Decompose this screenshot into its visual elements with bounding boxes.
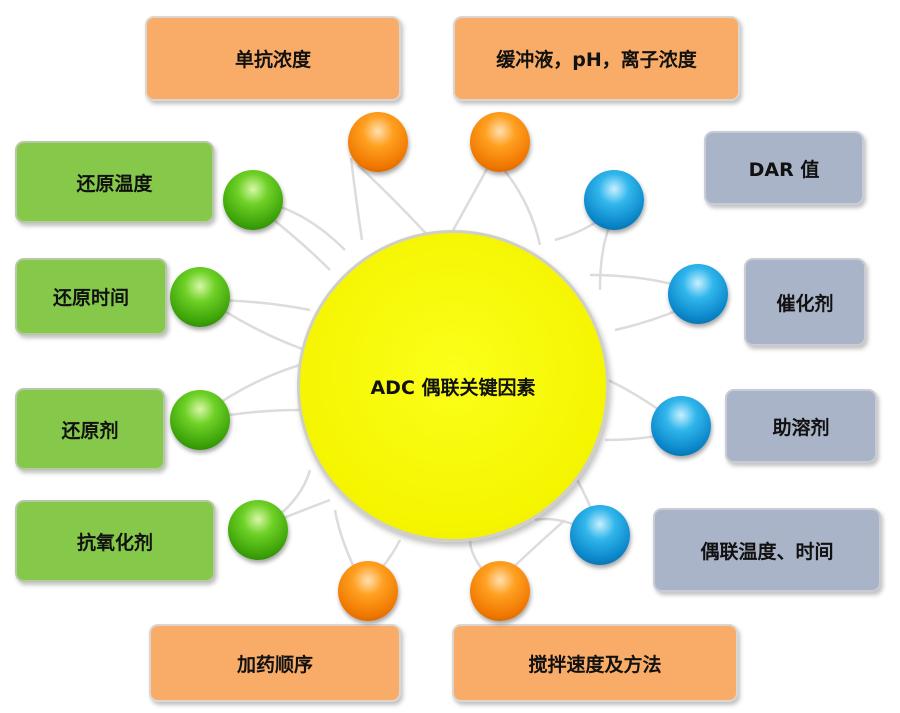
orange-ball-icon xyxy=(338,561,398,621)
factor-label: 还原时间 xyxy=(52,287,129,309)
factor-box-antioxidant: 抗氧化剂 xyxy=(15,500,215,582)
factor-label: 催化剂 xyxy=(776,292,834,315)
orange-ball-icon xyxy=(348,112,408,172)
factor-label: 偶联温度、时间 xyxy=(700,540,834,563)
blue-ball-icon xyxy=(651,396,711,456)
factor-box-reduction-time: 还原时间 xyxy=(15,258,167,335)
factor-label: DAR 值 xyxy=(748,158,820,181)
factor-label: 抗氧化剂 xyxy=(76,531,153,554)
factor-label: 助溶剂 xyxy=(772,416,830,439)
factor-label: 缓冲液，pH，离子浓度 xyxy=(496,49,697,71)
green-ball-icon xyxy=(228,500,288,560)
factor-box-antibody-concentration: 单抗浓度 xyxy=(145,16,401,101)
orange-ball-icon xyxy=(470,561,530,621)
factor-box-reducing-agent: 还原剂 xyxy=(15,388,165,470)
factor-box-catalyst: 催化剂 xyxy=(744,258,866,346)
blue-ball-icon xyxy=(668,264,728,324)
orange-ball-icon xyxy=(470,112,530,172)
factor-box-coupling-temperature-time: 偶联温度、时间 xyxy=(653,508,881,592)
factor-label: 单抗浓度 xyxy=(234,49,311,71)
factor-box-dar-value: DAR 值 xyxy=(704,131,864,205)
factor-label: 搅拌速度及方法 xyxy=(528,653,662,676)
factor-box-dosing-order: 加药顺序 xyxy=(149,624,401,702)
green-ball-icon xyxy=(170,267,230,327)
factor-label: 加药顺序 xyxy=(236,653,313,676)
green-ball-icon xyxy=(170,390,230,450)
center-circle: ADC 偶联关键因素 xyxy=(297,230,609,542)
factor-box-buffer-ph-ionic-strength: 缓冲液，pH，离子浓度 xyxy=(453,16,740,101)
blue-ball-icon xyxy=(570,505,630,565)
factor-box-reduction-temperature: 还原温度 xyxy=(15,141,214,223)
factor-label: 还原剂 xyxy=(61,419,119,442)
factor-box-stirring-speed-method: 搅拌速度及方法 xyxy=(452,624,738,702)
center-title: ADC 偶联关键因素 xyxy=(370,376,536,399)
green-ball-icon xyxy=(223,170,283,230)
factor-label: 还原温度 xyxy=(76,172,153,195)
factor-box-cosolvent: 助溶剂 xyxy=(725,389,877,463)
blue-ball-icon xyxy=(584,170,644,230)
